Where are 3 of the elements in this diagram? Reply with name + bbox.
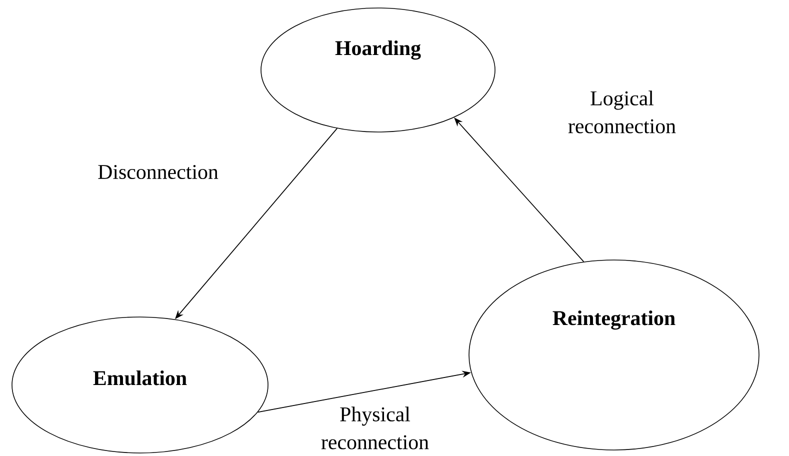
edge-label: Physical reconnection [321, 406, 429, 450]
edge-label: Logical reconnection [568, 90, 676, 134]
edge-label: Disconnection [98, 164, 218, 180]
